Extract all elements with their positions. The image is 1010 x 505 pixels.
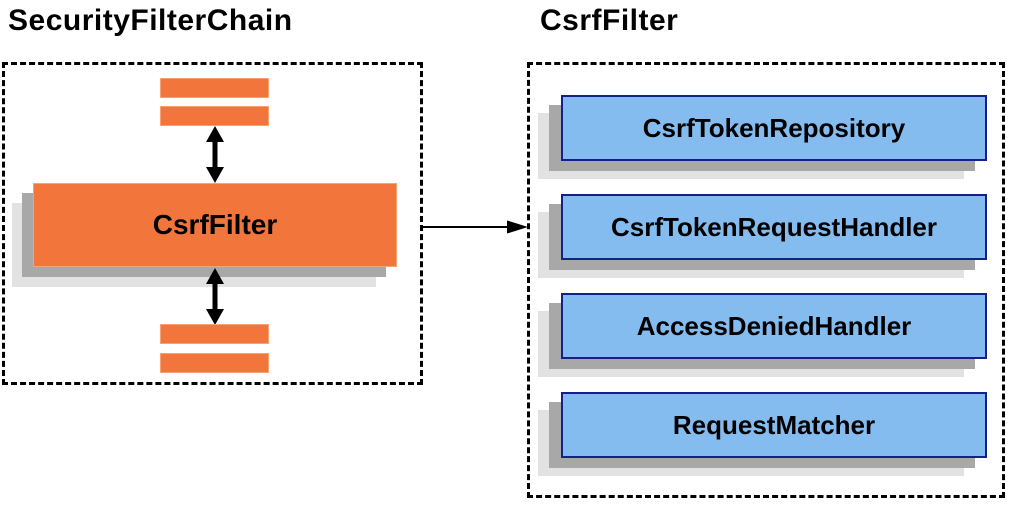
double-arrow-icon [206,268,224,325]
csrf-filter-title: CsrfFilter [540,4,679,37]
csrf-filter-box-label: CsrfFilter [152,209,278,240]
component-box-csrf-token-repository: CsrfTokenRepository [561,95,987,161]
security-filter-chain-title: SecurityFilterChain [8,4,293,37]
filter-stub-bottom-2 [160,353,269,373]
right-arrow-icon [423,220,528,234]
component-label: AccessDeniedHandler [636,310,912,341]
csrf-filter-components-container [527,62,1005,498]
component-label: CsrfTokenRepository [642,112,906,143]
component-box-request-matcher: RequestMatcher [561,392,987,458]
filter-stub-top-1 [160,78,269,98]
component-box-access-denied-handler: AccessDeniedHandler [561,293,987,359]
double-arrow-icon [206,126,224,183]
component-label: RequestMatcher [672,409,876,440]
security-filter-chain-container [2,62,423,385]
component-label: CsrfTokenRequestHandler [610,211,938,242]
component-box-csrf-token-request-handler: CsrfTokenRequestHandler [561,194,987,260]
filter-stub-bottom-1 [160,324,269,344]
filter-stub-top-2 [160,106,269,126]
csrf-filter-box: CsrfFilter [33,183,397,267]
